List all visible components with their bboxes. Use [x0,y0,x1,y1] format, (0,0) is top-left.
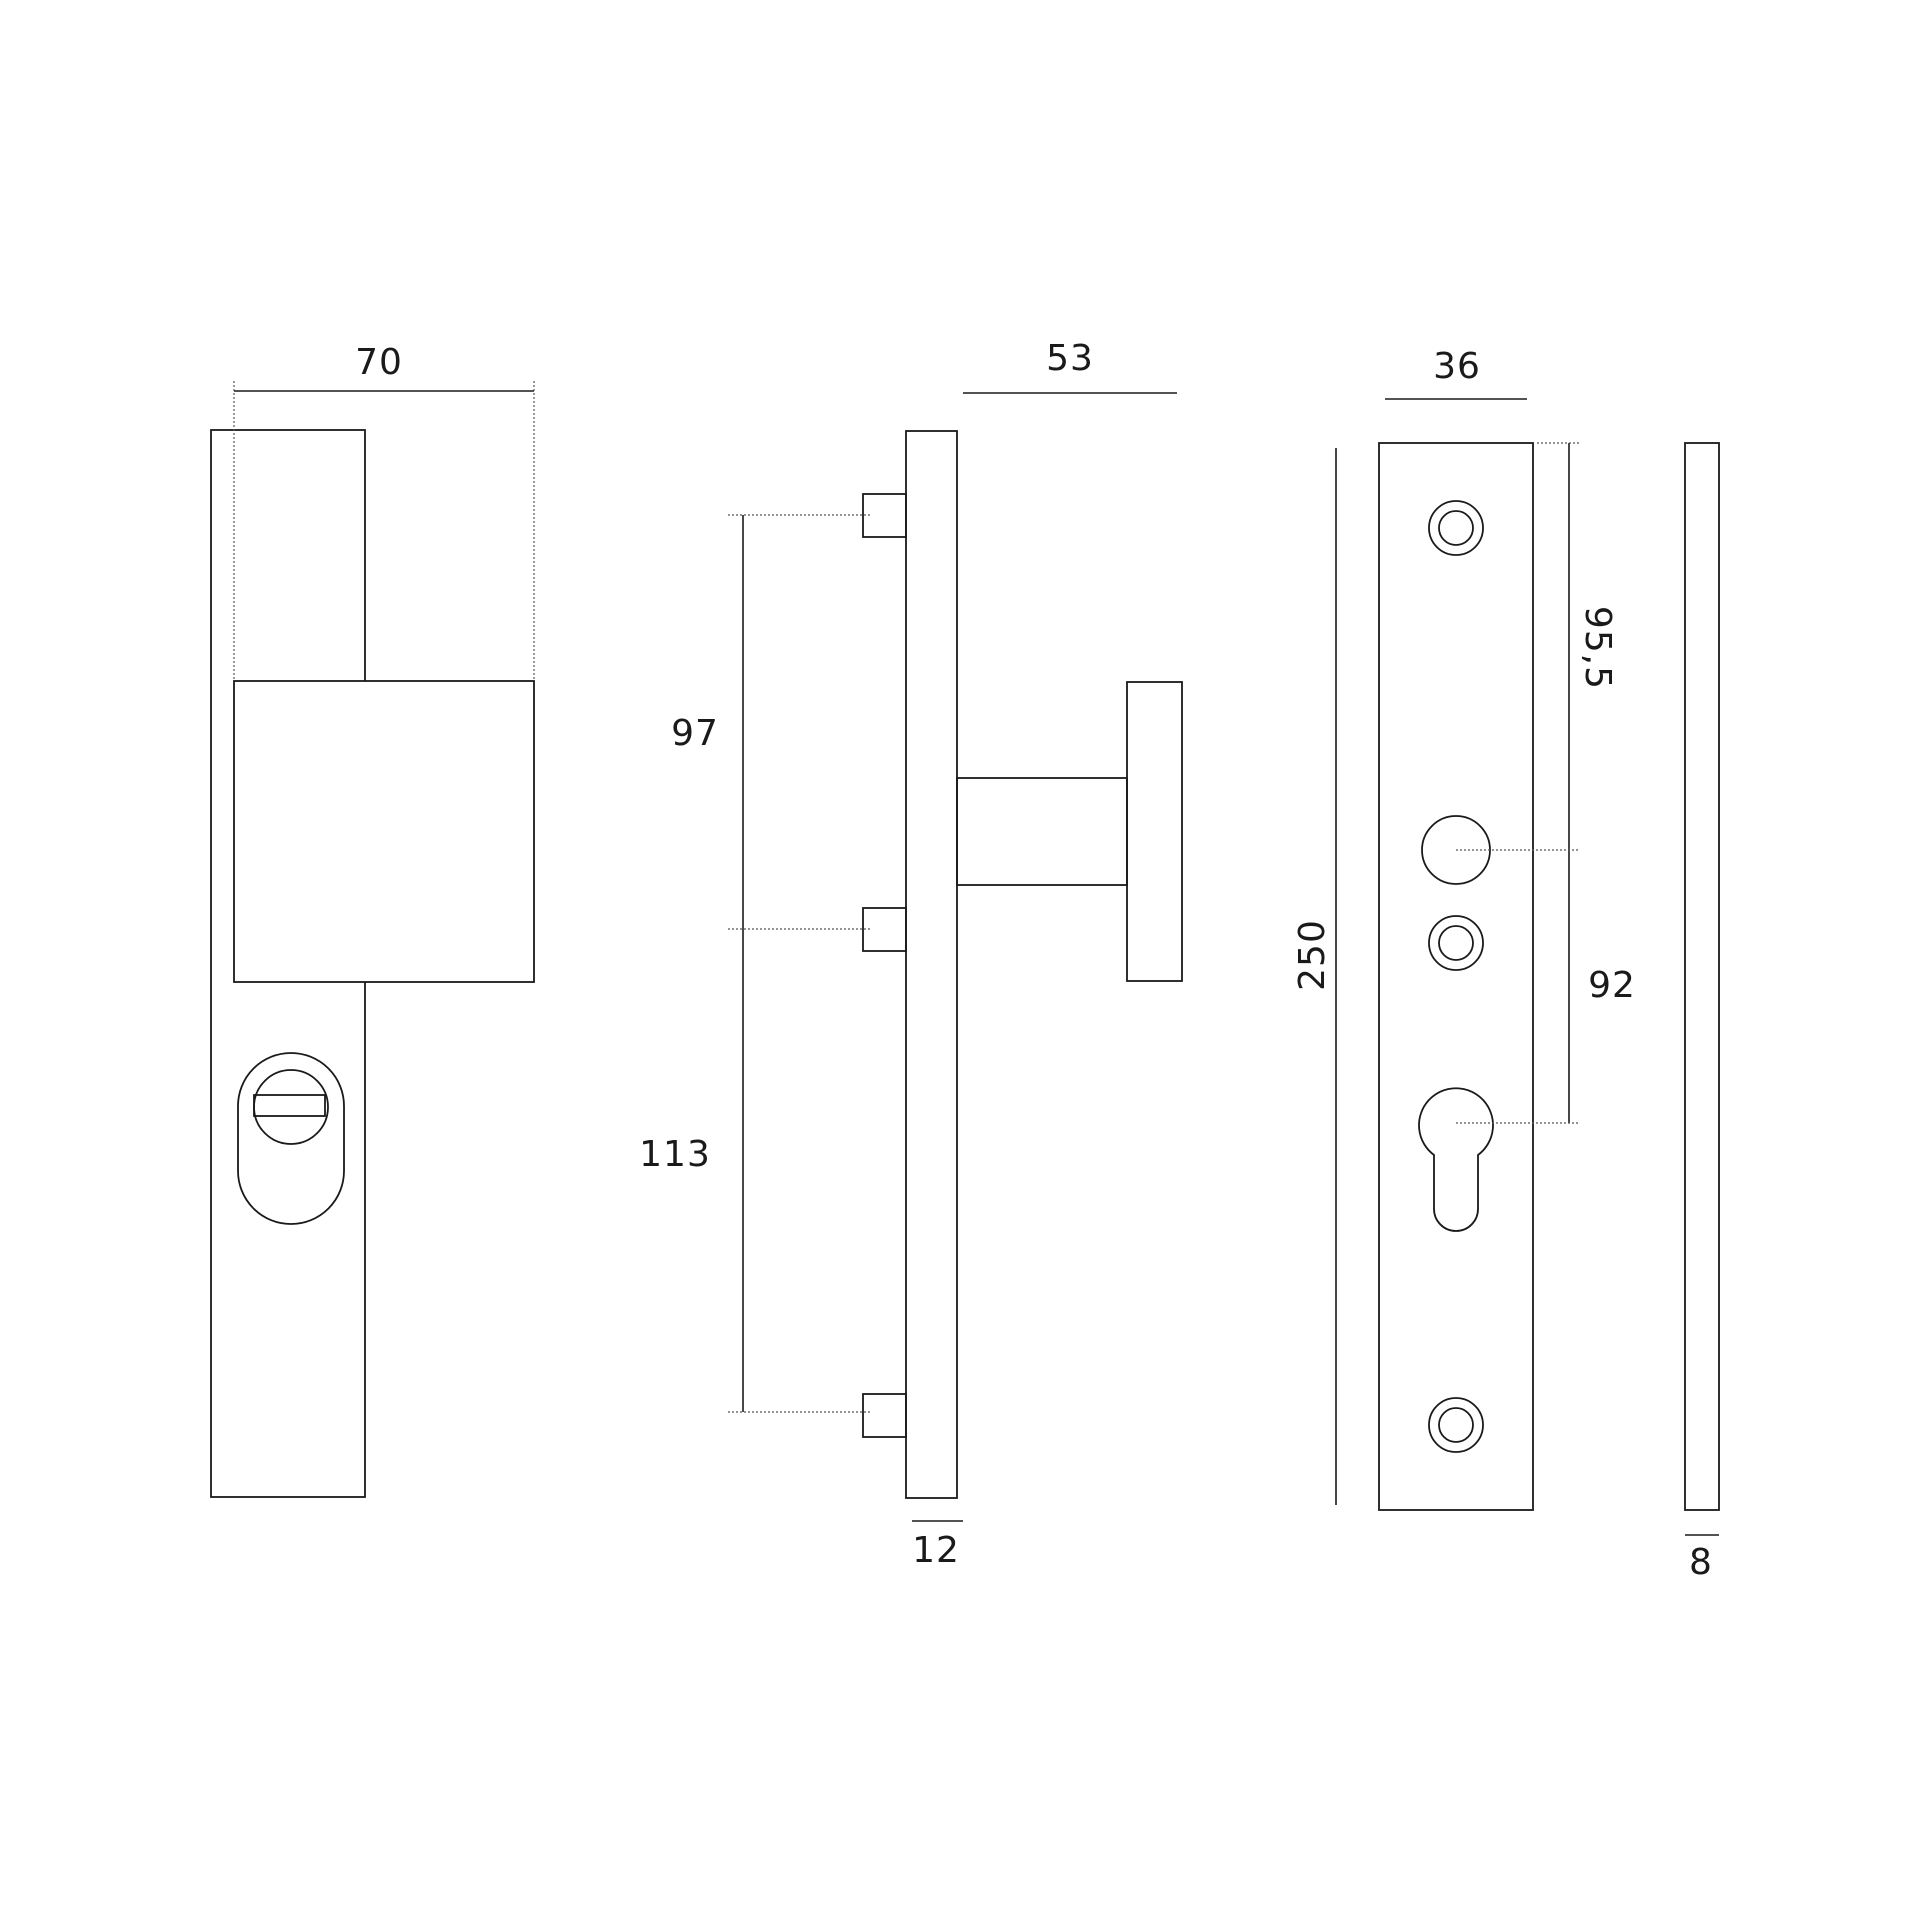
handle-grip-side [1126,681,1183,982]
fixing-stud-bottom [862,1393,907,1438]
fixing-lower-label: 113 [639,1134,711,1175]
front-handle-lever [233,680,535,983]
thin-plate [1684,442,1720,1511]
fixing-stud-top [862,493,907,538]
side-plate [905,430,958,1499]
thin-thickness-label: 8 [1689,1542,1713,1583]
thumbturn-circle [253,1069,329,1145]
cylinder-rose [237,1052,345,1225]
projection-label: 53 [1046,338,1094,379]
back-plate-view: 36 250 95,5 92 [1292,346,1636,1511]
front-view: 70 [210,342,535,1498]
side-view: 53 97 113 12 [639,338,1183,1571]
thumbturn-bar [253,1094,326,1117]
fixing-stud-middle [862,907,907,952]
fixing-upper-label: 97 [671,713,719,754]
back-height-label: 250 [1292,919,1333,991]
screw-hole-bottom [1428,1397,1484,1453]
thin-plate-view: 8 [1684,442,1720,1583]
screw-hole-middle [1428,915,1484,971]
top-to-spindle-label: 95,5 [1577,606,1618,690]
front-width-label: 70 [355,342,403,383]
cylinder-rose-outline [237,1052,345,1225]
spindle-to-cylinder-label: 92 [1588,965,1636,1006]
handle-neck [956,777,1128,886]
side-thickness-label: 12 [912,1530,960,1571]
back-width-label: 36 [1433,346,1481,387]
back-plate [1378,442,1534,1511]
cylinder-cutout [1418,1087,1494,1232]
screw-hole-top [1428,500,1484,556]
